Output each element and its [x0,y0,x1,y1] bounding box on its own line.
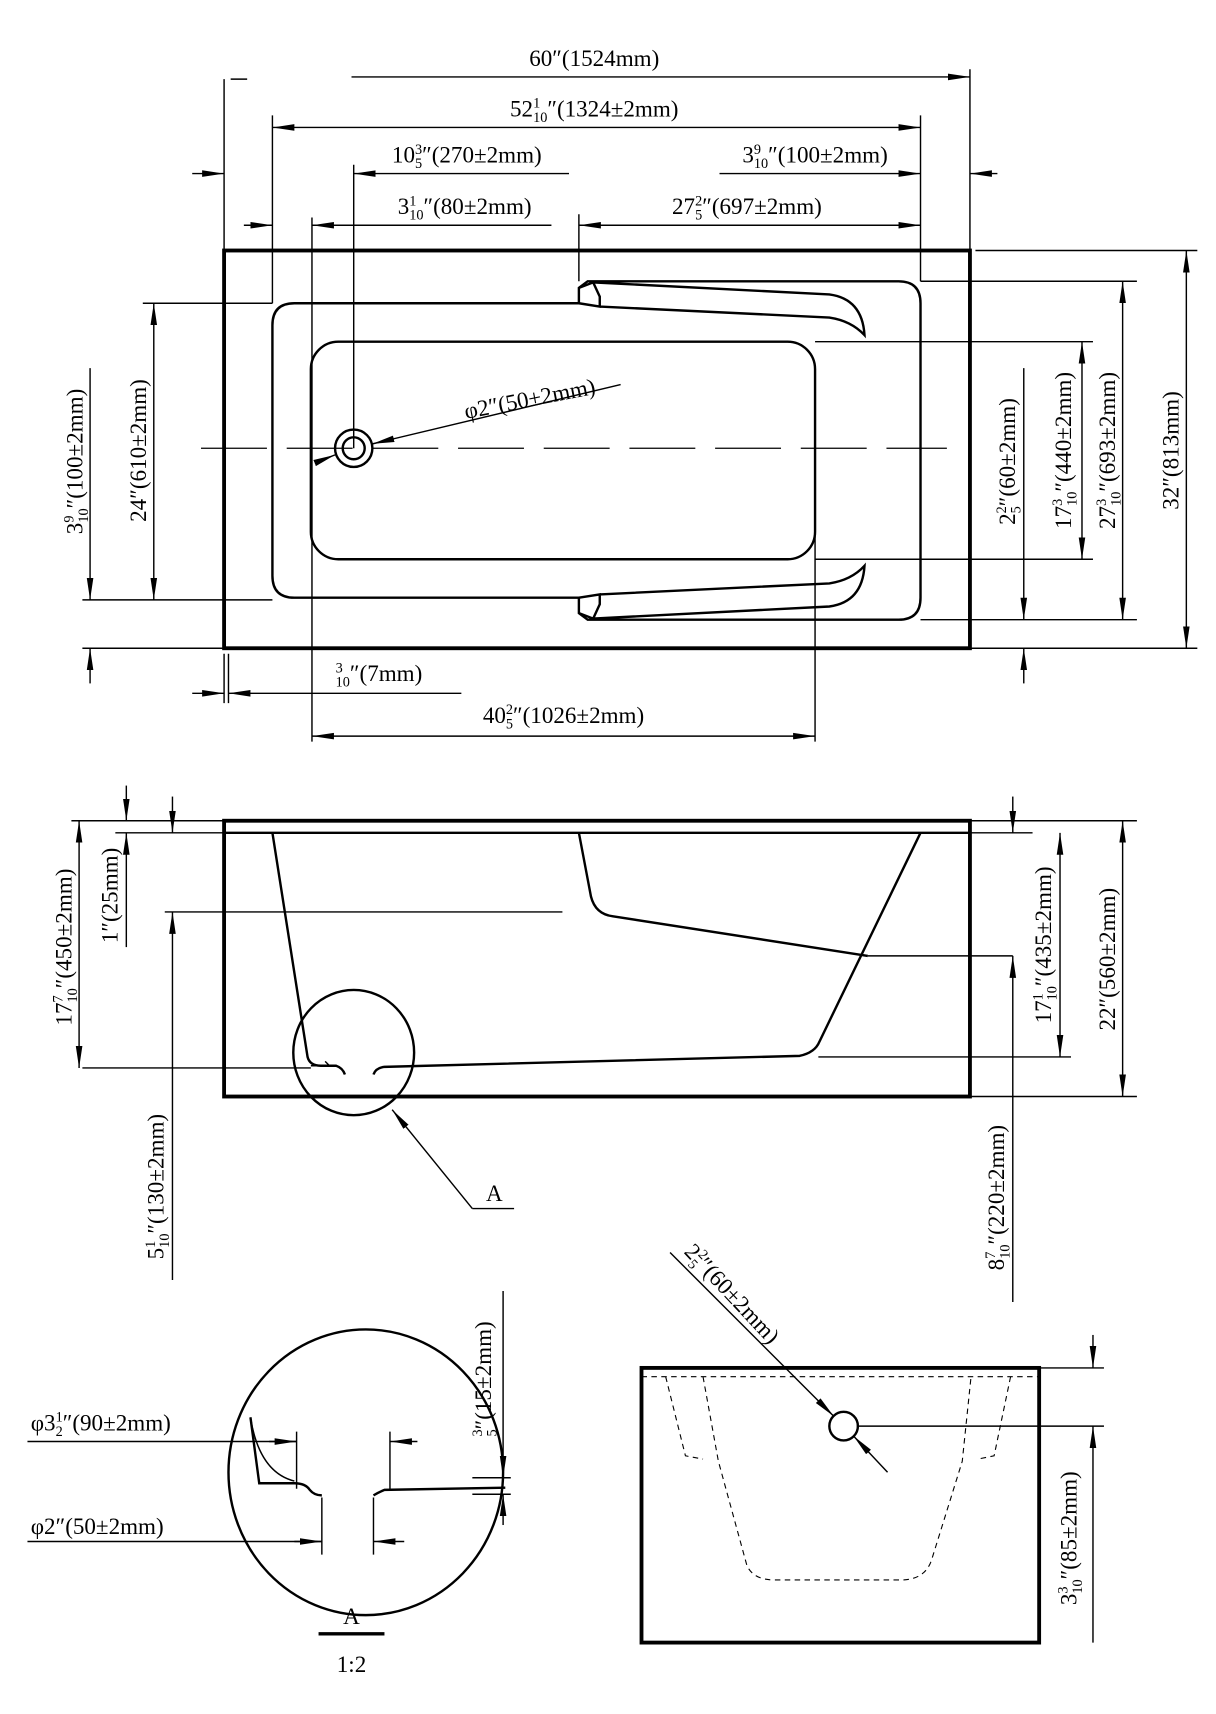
dim-right-offset: 225″(60±2mm) [994,398,1024,525]
dim-overall-height: 22″(560±2mm) [1094,888,1120,1031]
dim-rim-thickness: 1″(25mm) [97,848,123,943]
detail-title: A [343,1603,360,1629]
drain-section [249,1417,506,1497]
dim-seat-width: 27310″(693±2mm) [1094,372,1124,529]
hidden-basin [702,1376,972,1581]
dim-basin-width: 17310″(440±2mm) [1050,372,1080,529]
armrest-bottom [578,562,866,621]
dim-drain-diameter: φ2″(50±2mm) [462,373,597,424]
tub-profile [271,832,922,1075]
dim-overflow-height: 3310″(85±2mm) [1055,1471,1085,1605]
dim-step-height: 5110″(130±2mm) [143,1114,173,1259]
dim-hole-diameter: φ2″(50±2mm) [31,1513,164,1539]
dim-overall-length: 60″(1524mm) [529,45,659,71]
dim-overall-width: 32″(813mm) [1158,391,1184,510]
end-view: 225″(60±2mm) 3310″(85±2mm) [639,1238,1104,1645]
dim-rim-width: 24″(610±2mm) [125,379,151,522]
dim-seat-height: 8710″(220±2mm) [983,1125,1013,1270]
side-view: A 17710″(450±2mm) 1″(25mm) 5110″(130±2mm… [50,785,1137,1302]
dim-left-deck: 3910″(100±2mm) [61,389,91,534]
tub-rim [271,280,922,621]
detail-scale: 1:2 [337,1651,366,1677]
dim-recess-depth: 35″(15±2mm) [470,1321,500,1436]
detail-a-marker [292,988,416,1117]
dim-overflow-diameter: 225″(60±2mm) [676,1238,785,1352]
detail-a-callout: A [486,1180,503,1206]
dim-tub-depth: 17710″(450±2mm) [50,869,80,1026]
dim-inner-depth: 17110″(435±2mm) [1030,866,1060,1023]
armrest-top [578,280,866,339]
basin [309,340,817,561]
seat-profile [577,832,868,958]
